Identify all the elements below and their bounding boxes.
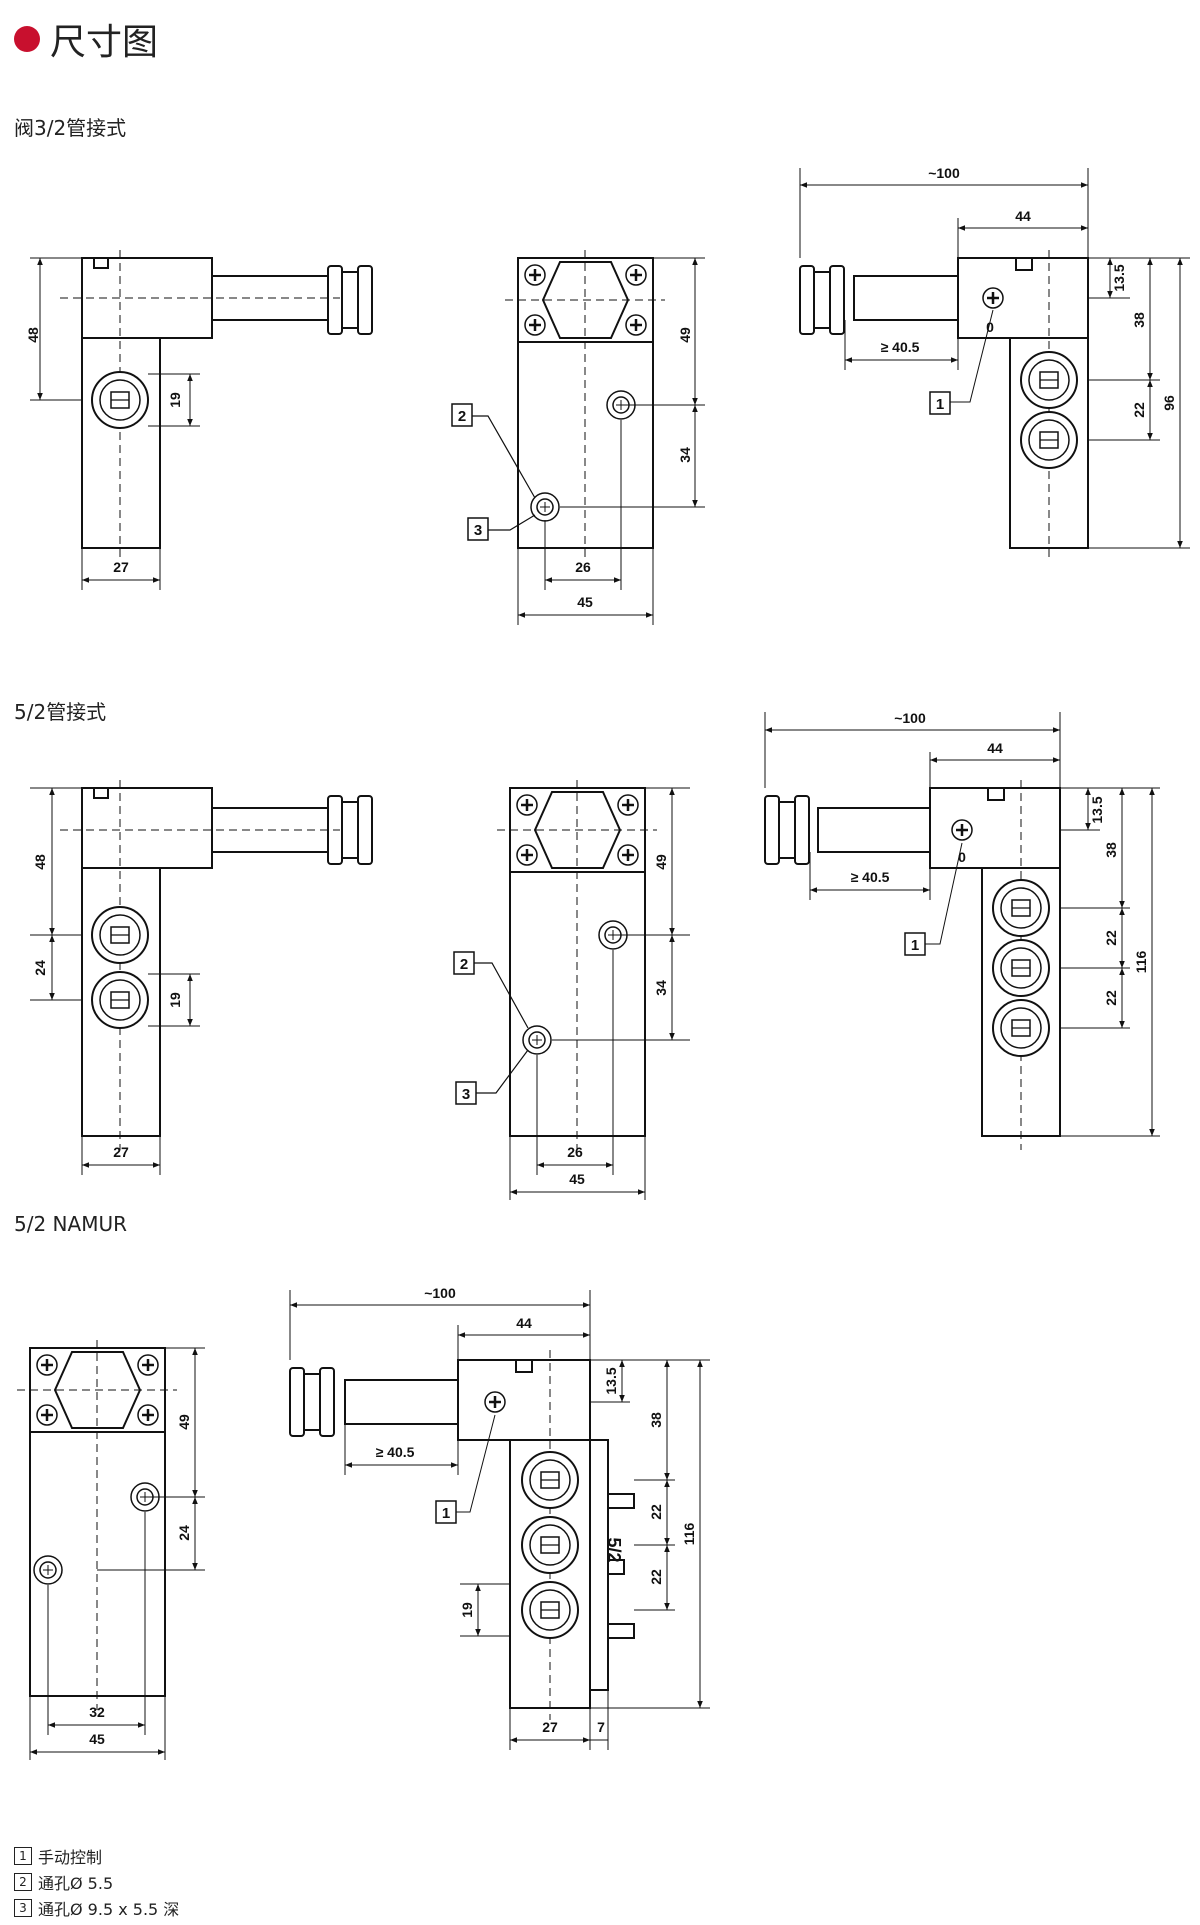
s2-front-hole-3-icon	[522, 1025, 552, 1055]
s3-right-total-label: ~100	[424, 1285, 456, 1301]
s3-right-top-label: 13.5	[603, 1367, 619, 1394]
s3-right-width2-label: 7	[597, 1719, 605, 1735]
s1-right-c-label: 96	[1161, 395, 1177, 411]
s2-right-port-b-icon	[992, 939, 1050, 997]
s1-callout-3: 3	[474, 522, 482, 539]
page-header: 尺寸图	[14, 14, 158, 64]
s2-right-min-label: ≥ 40.5	[851, 869, 890, 885]
s1-front-width-label: 45	[577, 594, 593, 610]
s2-right-total-label: ~100	[894, 710, 926, 726]
s2-manual-override-icon	[950, 818, 974, 842]
s2-right-port-a-icon	[992, 879, 1050, 937]
legend-item-1: 1 手动控制	[14, 1844, 102, 1868]
section-title-3: 5/2 NAMUR	[14, 1212, 127, 1236]
s2-side-hole-label: 19	[167, 992, 183, 1008]
s1-right-body-label: 44	[1015, 208, 1031, 224]
s2-right-c-label: 116	[1133, 950, 1149, 973]
s2-front-view	[497, 780, 657, 1150]
s2-callout-1: 1	[911, 937, 919, 954]
s1-callout-2: 2	[458, 408, 466, 425]
header-dot-icon	[14, 26, 40, 52]
s1-side-height-label: 48	[25, 327, 41, 343]
s2-right-body-label: 44	[987, 740, 1003, 756]
s3-right-port-a-icon	[521, 1451, 579, 1509]
s3-right-view	[289, 1350, 635, 1720]
s1-side-port-icon	[91, 371, 149, 429]
s2-front-width-label: 45	[569, 1171, 585, 1187]
s2-callout-2: 2	[460, 956, 468, 973]
s3-front-top-label: 49	[176, 1414, 192, 1430]
s1-right-port-b-icon	[1020, 411, 1078, 469]
s2-side-a-label: 24	[32, 960, 48, 976]
s3-right-c-label: 116	[681, 1522, 697, 1545]
s1-manual-override-icon	[981, 286, 1005, 310]
s3-manual-override-icon	[483, 1390, 507, 1414]
section-title-2: 5/2管接式	[14, 700, 107, 724]
s3-front-hole-b-icon	[33, 1555, 63, 1585]
s1-right-total-label: ~100	[928, 165, 960, 181]
s1-right-port-a-icon	[1020, 351, 1078, 409]
s1-right-min-label: ≥ 40.5	[881, 339, 920, 355]
s3-right-hole-label: 19	[459, 1602, 475, 1618]
s3-right-b-label: 22	[648, 1504, 664, 1520]
s3-right-mark-label: 5/2	[604, 1537, 624, 1562]
s2-right-zero-label: 0	[958, 849, 966, 865]
s1-callout-1: 1	[936, 396, 944, 413]
s1-right-zero-label: 0	[986, 319, 994, 335]
s1-right-b-label: 22	[1131, 402, 1147, 418]
s2-front-mid-label: 34	[653, 980, 669, 996]
s3-right-body-label: 44	[516, 1315, 532, 1331]
s3-front-mid-label: 24	[176, 1525, 192, 1541]
s3-right-min-label: ≥ 40.5	[376, 1444, 415, 1460]
s3-right-port-c-icon	[521, 1581, 579, 1639]
s2-side-port-b-icon	[91, 971, 149, 1029]
s3-front-width-label: 45	[89, 1731, 105, 1747]
s3-right-port-b-icon	[521, 1516, 579, 1574]
s2-right-b-label: 22	[1103, 930, 1119, 946]
s1-side-hole-label: 19	[167, 392, 183, 408]
s1-side-width-label: 27	[113, 559, 129, 575]
s1-front-top-label: 49	[677, 327, 693, 343]
s2-side-height-label: 48	[32, 854, 48, 870]
s2-callout-3: 3	[462, 1086, 470, 1103]
s2-right-top-label: 13.5	[1089, 796, 1105, 823]
s1-front-mid-label: 34	[677, 447, 693, 463]
legend-item-2: 2 通孔Ø 5.5	[14, 1870, 113, 1894]
legend-item-3: 3 通孔Ø 9.5 x 5.5 深	[14, 1896, 179, 1920]
s2-side-port-a-icon	[91, 906, 149, 964]
section-title-1: 阀3/2管接式	[14, 116, 127, 140]
s3-callout-1: 1	[442, 1505, 450, 1522]
s1-front-hole-label: 26	[575, 559, 591, 575]
s2-right-b2-label: 22	[1103, 990, 1119, 1006]
s2-right-port-c-icon	[992, 999, 1050, 1057]
s3-right-width-label: 27	[542, 1719, 558, 1735]
s2-side-width-label: 27	[113, 1144, 129, 1160]
s3-right-b2-label: 22	[648, 1569, 664, 1585]
page-title: 尺寸图	[50, 22, 159, 63]
s2-front-top-label: 49	[653, 854, 669, 870]
s3-front-view	[17, 1340, 177, 1710]
s2-side-view	[60, 780, 373, 1150]
s1-right-a-label: 38	[1131, 312, 1147, 328]
s3-front-hole-label: 32	[89, 1704, 105, 1720]
s3-right-a-label: 38	[648, 1412, 664, 1428]
s2-right-a-label: 38	[1103, 842, 1119, 858]
s1-right-top-label: 13.5	[1111, 264, 1127, 291]
s2-front-hole-label: 26	[567, 1144, 583, 1160]
